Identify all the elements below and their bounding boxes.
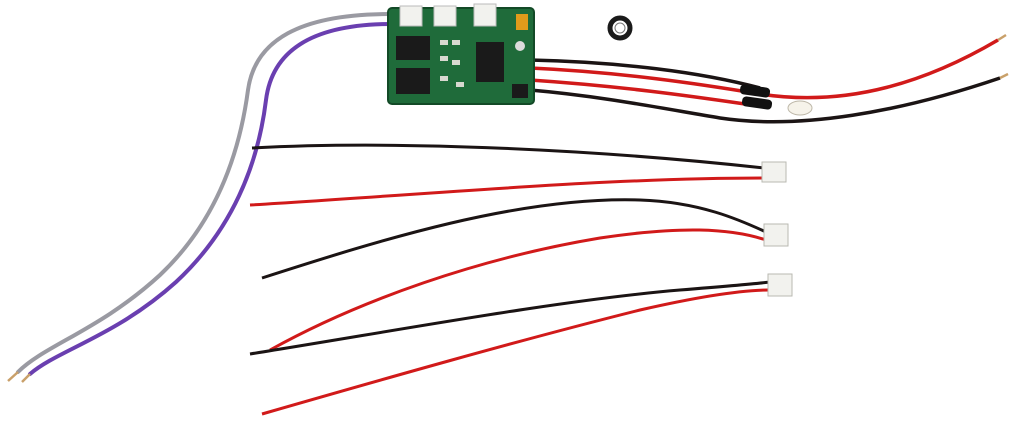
harness-3-red-wire: [261, 288, 771, 416]
purple-wire-tip: [21, 373, 31, 383]
heatshrink-1: [739, 84, 771, 98]
mosfet-top: [396, 36, 430, 60]
harness-2-connector: [763, 223, 789, 247]
purple-wire: [28, 22, 394, 376]
output-red-wire-3: [759, 38, 999, 100]
connector-b: [433, 5, 457, 27]
smd-parts: [440, 40, 464, 87]
harness-2: [261, 198, 789, 352]
harness-2-red-wire: [269, 228, 767, 352]
connector-c: [473, 3, 497, 27]
harness-1: [249, 143, 787, 207]
o-ring: [607, 15, 633, 41]
output-wires: [529, 33, 1009, 124]
grey-wire-tip: [7, 371, 19, 382]
output-red-wire-2: [529, 78, 746, 106]
output-black-wire-1: [529, 58, 761, 90]
output-red-wire-1: [529, 66, 761, 96]
harness-2-black-wire: [261, 198, 767, 280]
harness-3: [249, 273, 793, 416]
connector-a: [399, 5, 423, 27]
harness-3-black-wire: [249, 280, 771, 356]
small-chip: [512, 84, 528, 98]
decoder-pcb: [387, 3, 535, 105]
harness-3-connector: [767, 273, 793, 297]
harness-1-connector: [761, 161, 787, 183]
led-lens: [787, 100, 813, 116]
mosfet-bottom: [396, 68, 430, 94]
harness-1-red-wire: [249, 176, 765, 207]
microcontroller: [476, 42, 504, 82]
red-tip: [997, 33, 1007, 42]
black-tip: [999, 72, 1009, 80]
output-black-wire-2: [529, 76, 1001, 124]
grey-wire: [16, 12, 392, 374]
harness-1-black-wire: [251, 143, 765, 170]
heatshrink-2: [741, 96, 773, 110]
capacitor: [516, 14, 528, 30]
mount-hole: [515, 41, 525, 51]
grey-purple-leads: [7, 12, 394, 383]
